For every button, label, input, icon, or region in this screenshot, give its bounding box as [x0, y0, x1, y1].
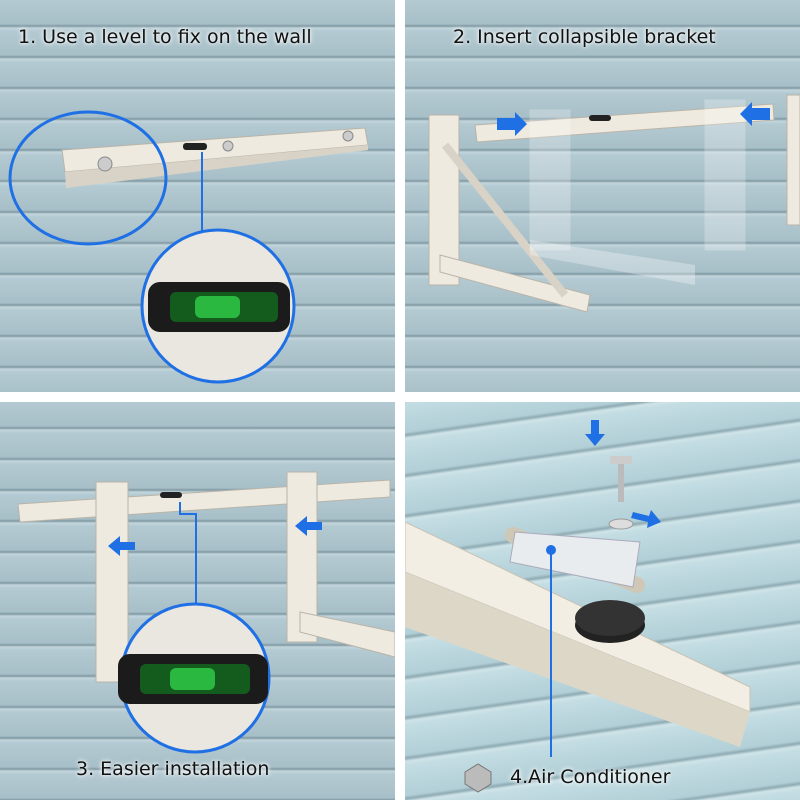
arrow-right-icon: [631, 510, 661, 528]
step-1-panel: 1. Use a level to fix on the wall: [0, 0, 395, 392]
arrow-down-icon: [585, 420, 605, 446]
step-2-panel: 2. Insert collapsible bracket: [405, 0, 800, 392]
arrow-left-icon: [295, 516, 322, 536]
step-3-caption: 3. Easier installation: [76, 758, 270, 780]
level-vial: [183, 143, 207, 150]
step-1-caption: 1. Use a level to fix on the wall: [18, 26, 312, 48]
step-4-panel: 4.Air Conditioner: [405, 402, 800, 800]
step-3-panel: 3. Easier installation: [0, 402, 395, 800]
installed-bracket-illustration: [17, 471, 395, 754]
level-bracket-illustration: [8, 110, 369, 384]
magnify-circle: [8, 110, 168, 246]
arrow-left-icon: [108, 536, 135, 556]
collapsible-bracket-illustration: [428, 94, 800, 313]
arrow-right-icon: [497, 112, 527, 136]
step-2-caption: 2. Insert collapsible bracket: [453, 26, 716, 48]
ac-mount-hardware-illustration: [405, 420, 751, 793]
step-4-caption: 4.Air Conditioner: [510, 766, 671, 788]
arrow-left-icon: [740, 102, 770, 126]
